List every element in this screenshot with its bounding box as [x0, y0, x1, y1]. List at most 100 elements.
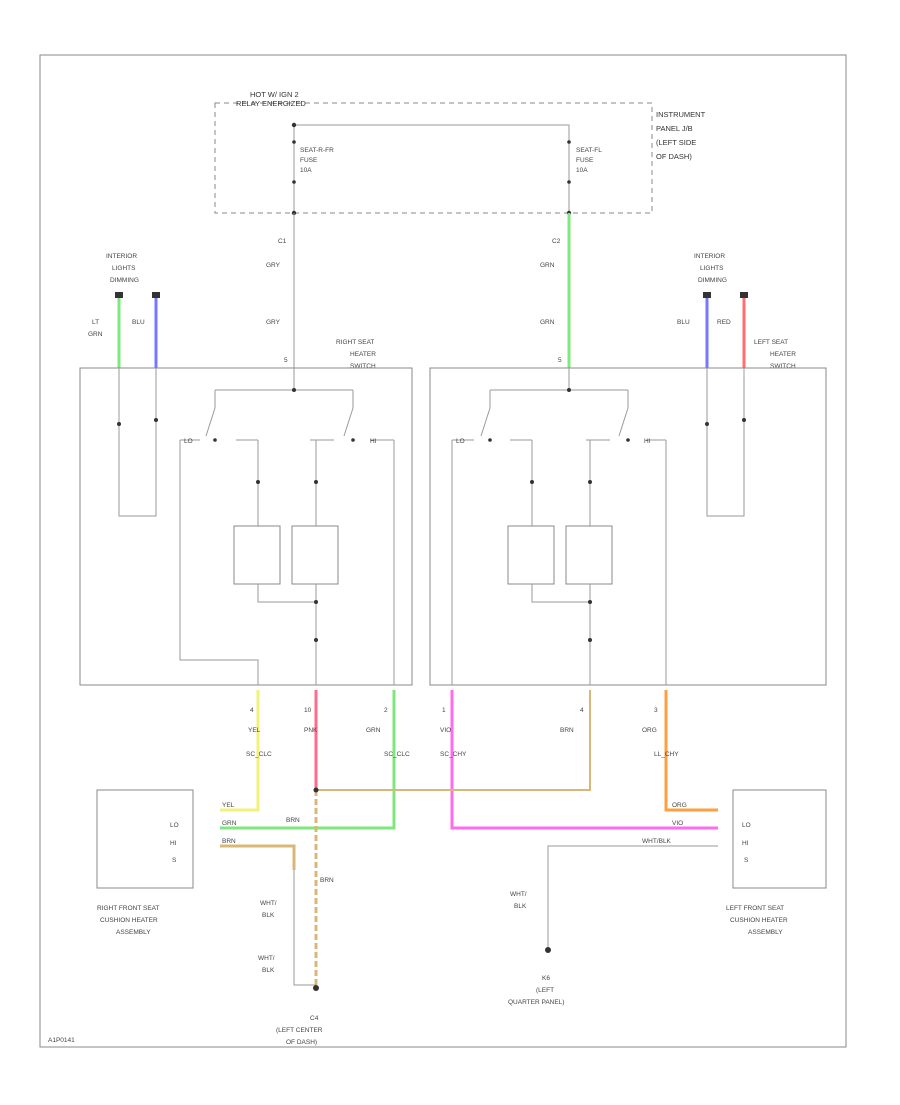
interior-lights-left-2: LIGHTS [112, 265, 136, 272]
wire-grn-lower [220, 690, 396, 830]
right-cushion-label-3: ASSEMBLY [116, 929, 151, 936]
fuse-box-location-4: OF DASH) [656, 152, 692, 161]
wire-label-gry-2: GRY [266, 319, 281, 326]
wire-label-grn-end: GRN [222, 820, 237, 827]
pin-r-b1: 4 [250, 707, 254, 714]
pin-l-top: 5 [558, 357, 562, 364]
wire-org [664, 690, 718, 812]
fuse-box-location-2: PANEL J/B [656, 124, 693, 133]
dimming-right-terminal-2 [740, 292, 748, 298]
wire-label-grn-lower: GRN [366, 727, 381, 734]
connector-block-r1: SC_CLC [246, 751, 272, 758]
pin-r-b3: 2 [384, 707, 388, 714]
right-cushion-s: S [172, 857, 177, 864]
wire-label-vio: VIO [440, 727, 451, 734]
connector-block-r2: SC_CLC [384, 751, 410, 758]
wire-label-brn-upper: BRN [560, 727, 574, 734]
connector-block-l2: LL_CHY [654, 751, 679, 758]
wire-label-org: ORG [642, 727, 657, 734]
ground-k6 [545, 947, 551, 953]
left-cushion-lo: LO [742, 822, 751, 829]
wire-yel [220, 690, 260, 812]
wire-label-wht-blk-right-1: WHT/ [260, 900, 277, 907]
left-cushion-s: S [744, 857, 749, 864]
dimming-left-terminal-1 [115, 292, 123, 298]
fuse-right-rating: 10A [576, 167, 588, 174]
right-cushion-heater [96, 789, 194, 889]
connector-c1: C1 [278, 238, 287, 245]
right-switch-label-3: SWITCH [350, 363, 376, 370]
right-seat-heater-switch [79, 367, 413, 686]
right-switch-label-1: RIGHT SEAT [336, 339, 374, 346]
interior-lights-left-3: DIMMING [110, 277, 139, 284]
left-switch-internals [451, 368, 746, 685]
left-switch-hi: HI [644, 438, 651, 445]
ground-c4 [313, 985, 319, 991]
right-switch-hi: HI [370, 438, 377, 445]
wire-vio [450, 690, 718, 830]
bus-dot-left [291, 122, 297, 128]
left-cushion-label-1: LEFT FRONT SEAT [726, 905, 784, 912]
wire-label-red-right: RED [717, 319, 731, 326]
right-cushion-lo: LO [170, 822, 179, 829]
wire-label-wht-blk-right-4: BLK [262, 967, 275, 974]
ground-k6-label-2: (LEFT [536, 987, 554, 994]
fuse-box-location-1: INSTRUMENT [656, 110, 706, 119]
wire-label-grn-2: GRN [540, 319, 555, 326]
pin-l-b2: 4 [580, 707, 584, 714]
pin-l-b1: 1 [442, 707, 446, 714]
wire-label-pnk: PNK [304, 727, 318, 734]
fuse-right-top-dot [567, 140, 571, 144]
fuse-left-type: FUSE [300, 157, 318, 164]
wire-label-brn-mid: BRN [286, 817, 300, 824]
left-cushion-label-3: ASSEMBLY [748, 929, 783, 936]
ground-c4-label-2: (LEFT CENTER [276, 1027, 323, 1034]
ground-k6-label-3: QUARTER PANEL) [508, 999, 564, 1006]
fuse-box-title-2: RELAY ENERGIZED [236, 99, 306, 108]
dimming-right-terminal-1 [703, 292, 711, 298]
left-switch-label-3: SWITCH [770, 363, 796, 370]
pin-r-top: 5 [284, 357, 288, 364]
fuse-box-location-3: (LEFT SIDE [656, 138, 696, 147]
connector-block-l1: SC_CHY [440, 751, 467, 758]
wire-label-vio-end: VIO [672, 820, 683, 827]
right-cushion-label-1: RIGHT FRONT SEAT [97, 905, 160, 912]
fuse-right-name: SEAT-FL [576, 147, 602, 154]
wire-label-ltgrn-2: GRN [88, 331, 103, 338]
wire-label-yel-end: YEL [222, 802, 235, 809]
fuse-right-type: FUSE [576, 157, 594, 164]
left-cushion-hi: HI [742, 840, 749, 847]
wire-label-yel: YEL [248, 727, 261, 734]
footer-code: A1P0141 [48, 1037, 75, 1044]
wire-wht-blk-left [547, 845, 718, 948]
pin-r-b2: 10 [304, 707, 312, 714]
pin-l-b3: 3 [654, 707, 658, 714]
wire-label-brn-vertical: BRN [320, 877, 334, 884]
wire-label-org-end: ORG [672, 802, 687, 809]
wire-label-gry-1: GRY [266, 262, 281, 269]
wire-label-brn-end: BRN [222, 838, 236, 845]
wire-wht-blk-right [293, 870, 316, 986]
left-switch-lo: LO [456, 438, 465, 445]
wire-label-blu-left: BLU [132, 319, 145, 326]
wire-label-grn-1: GRN [540, 262, 555, 269]
right-switch-lo: LO [184, 438, 193, 445]
left-switch-label-1: LEFT SEAT [754, 339, 788, 346]
fuse-left-rating: 10A [300, 167, 312, 174]
left-cushion-label-2: CUSHION HEATER [730, 917, 788, 924]
wire-brn-upper [316, 690, 591, 791]
wire-label-wht-blk-left: WHT/BLK [642, 838, 672, 845]
wire-label-wht-blk-k6-2: BLK [514, 903, 527, 910]
fuse-left-top-dot [292, 140, 296, 144]
fuse-bus [293, 124, 570, 213]
ground-c4-label-3: OF DASH) [286, 1039, 317, 1046]
right-switch-internals [117, 368, 395, 685]
right-switch-label-2: HEATER [350, 351, 376, 358]
dimming-left-terminal-2 [152, 292, 160, 298]
connector-c2: C2 [552, 238, 561, 245]
left-seat-heater-switch [429, 367, 827, 686]
wire-label-blu-right: BLU [677, 319, 690, 326]
wire-label-wht-blk-k6-1: WHT/ [510, 891, 527, 898]
interior-lights-right-3: DIMMING [698, 277, 727, 284]
